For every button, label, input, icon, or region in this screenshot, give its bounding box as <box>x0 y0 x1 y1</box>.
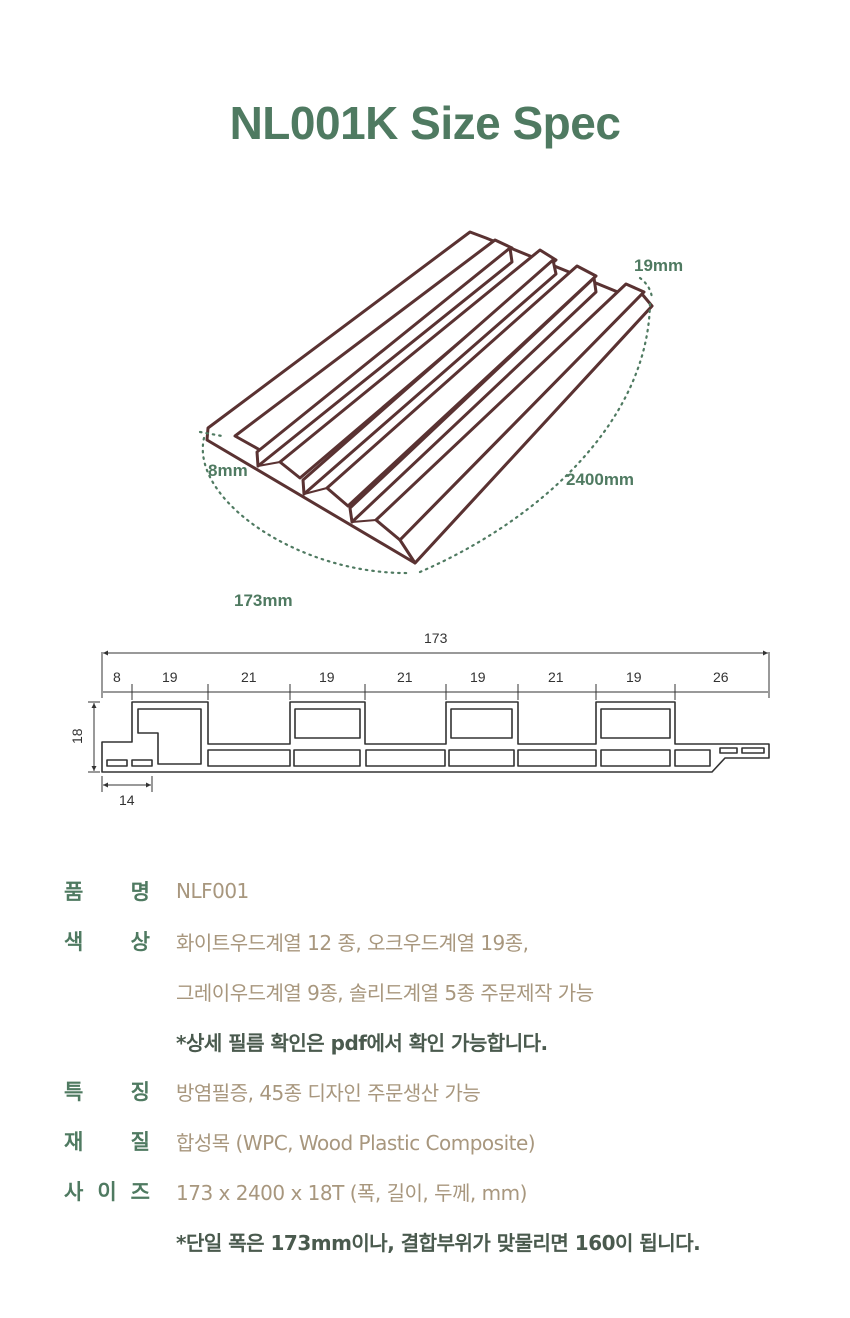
groove-label: 8mm <box>208 461 248 480</box>
spec-row-name: 품 명 NLF001 <box>64 866 824 916</box>
spec-row-material: 재 질 합성목 (WPC, Wood Plastic Composite) <box>64 1116 824 1166</box>
spec-row-size: 사 이 즈 173 x 2400 x 18T (폭, 길이, 두께, mm) <box>64 1166 824 1216</box>
key-char: 질 <box>130 1130 150 1154</box>
key-char: 즈 <box>130 1180 150 1204</box>
key-char: 색 <box>64 930 84 954</box>
dim-bottom: 14 <box>119 792 135 808</box>
dim-seg-3: 21 <box>241 669 257 685</box>
spec-val-color-2: 그레이우드계열 9종, 솔리드계열 5종 주문제작 가능 <box>176 980 594 1005</box>
spec-val-material: 합성목 (WPC, Wood Plastic Composite) <box>176 1130 536 1155</box>
dim-total: 173 <box>424 630 448 646</box>
dim-seg-6: 19 <box>470 669 486 685</box>
key-char: 징 <box>130 1080 150 1104</box>
spec-row-color-note: *상세 필름 확인은 pdf에서 확인 가능합니다. <box>64 1016 824 1066</box>
width-label: 173mm <box>234 591 293 610</box>
key-char: 이 <box>97 1180 117 1204</box>
key-char: 품 <box>64 880 84 904</box>
key-char: 명 <box>130 880 150 904</box>
dim-height: 18 <box>69 728 85 744</box>
spec-table: 품 명 NLF001 색 상 화이트우드계열 12 종, 오크우드계열 19종,… <box>64 866 824 1266</box>
dim-seg-8: 19 <box>626 669 642 685</box>
dim-seg-1: 8 <box>113 669 121 685</box>
page-title: NL001K Size Spec <box>229 97 621 149</box>
dim-seg-2: 19 <box>162 669 178 685</box>
dim-seg-9: 26 <box>713 669 729 685</box>
spec-row-feature: 특 징 방염필증, 45종 디자인 주문생산 가능 <box>64 1066 824 1116</box>
spec-key-material: 재 질 <box>64 1126 150 1156</box>
spec-val-color-1: 화이트우드계열 12 종, 오크우드계열 19종, <box>176 930 529 955</box>
spec-color-note: *상세 필름 확인은 pdf에서 확인 가능합니다. <box>176 1030 548 1055</box>
spec-val-name: NLF001 <box>176 879 249 903</box>
spec-val-size: 173 x 2400 x 18T (폭, 길이, 두께, mm) <box>176 1180 527 1205</box>
key-char: 재 <box>64 1130 84 1154</box>
panel-3d-illustration: 19mm 8mm 2400mm 173mm <box>198 230 683 610</box>
spec-val-feature: 방염필증, 45종 디자인 주문생산 가능 <box>176 1080 481 1105</box>
spec-row-color: 색 상 화이트우드계열 12 종, 오크우드계열 19종, <box>64 916 824 966</box>
length-label: 2400mm <box>566 470 634 489</box>
key-char: 사 <box>64 1180 84 1204</box>
thickness-label: 19mm <box>634 256 683 275</box>
dim-seg-4: 19 <box>319 669 335 685</box>
dim-seg-5: 21 <box>397 669 413 685</box>
spec-size-note: *단일 폭은 173mm이나, 결합부위가 맞물리면 160이 됩니다. <box>176 1230 701 1255</box>
spec-key-feature: 특 징 <box>64 1076 150 1106</box>
cross-section-drawing: 173 8 19 21 19 21 19 21 19 26 18 14 <box>69 630 770 808</box>
spec-row-color-cont: 그레이우드계열 9종, 솔리드계열 5종 주문제작 가능 <box>64 966 824 1016</box>
key-char: 특 <box>64 1080 84 1104</box>
spec-key-color: 색 상 <box>64 926 150 956</box>
key-char: 상 <box>130 930 150 954</box>
dim-seg-7: 21 <box>548 669 564 685</box>
spec-key-size: 사 이 즈 <box>64 1176 150 1206</box>
spec-key-name: 품 명 <box>64 876 150 906</box>
spec-row-size-note: *단일 폭은 173mm이나, 결합부위가 맞물리면 160이 됩니다. <box>64 1216 824 1266</box>
